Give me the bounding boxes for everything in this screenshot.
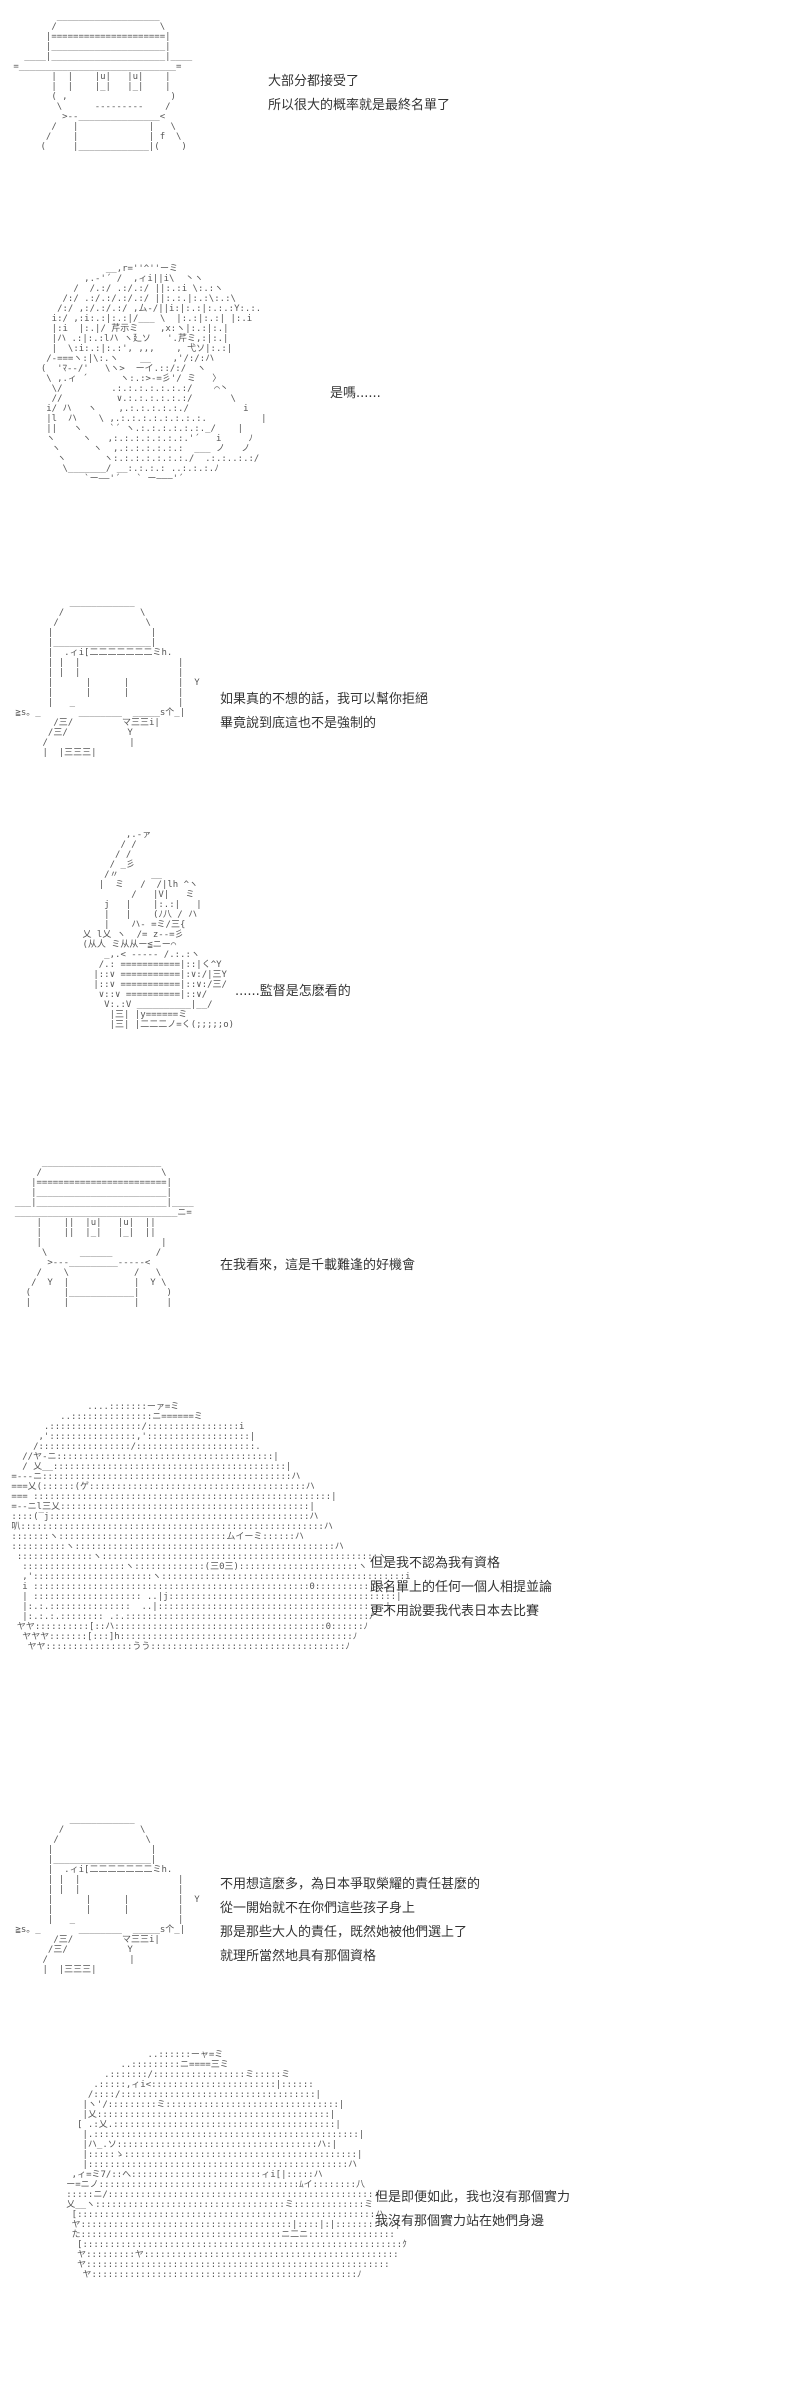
coach-ascii-art: ___________________ / \ |===============… [13,12,193,152]
manga-panel-1: ___________________ / \ |===============… [0,0,800,170]
dialogue-line: 畢竟說到底這也不是強制的 [220,716,377,731]
manga-panel-5: ______________________ / \ |============… [0,1158,800,1358]
dialogue-4: ......監督是怎麽看的 [235,980,351,1004]
manga-panel-4: ,.-ァ / / / / / _彡 /〃 __ | ミ / /|lh ^ヽ / … [0,830,800,1130]
dialogue-line: 但是即便如此，我也沒有那個實力 [375,2190,571,2205]
manga-panel-7: ____________ / \ / \ | | |______________… [0,1815,800,2025]
girl-ascii-art: ,.-ァ / / / / / _彡 /〃 __ | ミ / /|lh ^ヽ / … [82,830,235,1030]
dialogue-line: 不用想這麼多，為日本爭取榮耀的責任甚麼的 [220,1877,481,1892]
manga-panel-2: __,r=''^''ーミ ,.-'´ / ,ィi||i\ 丶ヽ / /.:/ .… [0,258,800,568]
dialogue-7: 不用想這麼多，為日本爭取榮耀的責任甚麼的 從一開始就不在你們這些孩子身上 那是那… [220,1873,480,1969]
manga-panel-8: ..::::::ーャ=ミ ..:::::::::ニ====三ミ .:::::::… [0,2050,800,2392]
coach-ascii-art: ______________________ / \ |============… [14,1158,194,1308]
dialogue-2: 是嗎...... [330,382,381,406]
dialogue-line: 所以很大的概率就是最終名單了 [268,98,451,113]
dialogue-line: 跟名單上的任何一個人相提並論 [370,1580,553,1595]
girl-ascii-art: __,r=''^''ーミ ,.-'´ / ,ィi||i\ 丶ヽ / /.:/ .… [40,264,267,484]
dialogue-line: 更不用說要我代表日本去比賽 [370,1604,540,1619]
dialogue-line: 但是我不認為我有資格 [370,1556,501,1571]
coach-ascii-art: ____________ / \ / \ | | |______________… [15,1815,200,1975]
dialogue-line: 大部分都接受了 [268,74,360,89]
coach-ascii-art: ____________ / \ / \ | | |______________… [15,598,200,758]
girl-ascii-art: ..::::::ーャ=ミ ..:::::::::ニ====三ミ .:::::::… [66,2050,407,2280]
dialogue-8: 但是即便如此，我也沒有那個實力 我沒有那個實力站在她們身邊 [375,2186,570,2234]
dialogue-6: 但是我不認為我有資格 跟名單上的任何一個人相提並論 更不用說要我代表日本去比賽 [370,1552,552,1624]
dialogue-line: 從一開始就不在你們這些孩子身上 [220,1901,416,1916]
dialogue-1: 大部分都接受了 所以很大的概率就是最終名單了 [268,70,450,118]
dialogue-line: 就理所當然地具有那個資格 [220,1949,377,1964]
dialogue-line: 是嗎...... [330,386,381,401]
dialogue-5: 在我看來，這是千載難逢的好機會 [220,1254,415,1278]
manga-panel-6: ....:::::::ーァ=ミ ..:::::::::::::::ニ======… [0,1402,800,1792]
dialogue-line: 我沒有那個實力站在她們身邊 [375,2214,545,2229]
dialogue-line: 那是那些大人的責任，既然她被他們選上了 [220,1925,468,1940]
manga-panel-3: ____________ / \ / \ | | |______________… [0,598,800,808]
dialogue-line: ......監督是怎麽看的 [235,984,351,999]
girl-ascii-art: ....:::::::ーァ=ミ ..:::::::::::::::ニ======… [11,1402,411,1652]
dialogue-line: 如果真的不想的話，我可以幫你拒絕 [220,692,429,707]
dialogue-3: 如果真的不想的話，我可以幫你拒絕 畢竟說到底這也不是強制的 [220,688,428,736]
dialogue-line: 在我看來，這是千載難逢的好機會 [220,1258,416,1273]
